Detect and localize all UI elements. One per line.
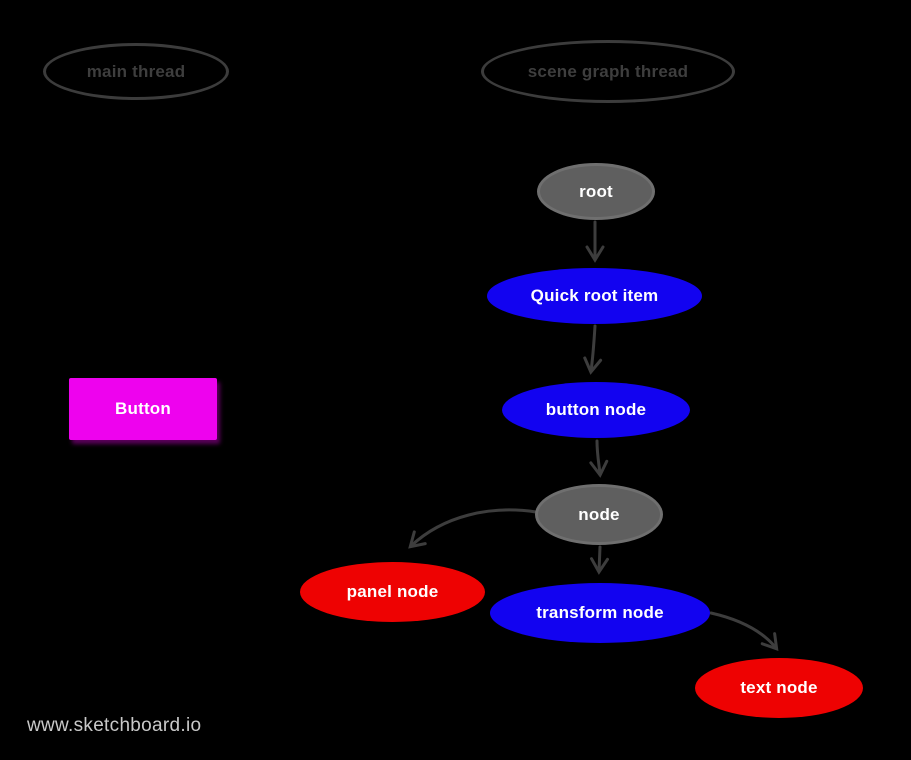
- node-text-node-label: text node: [740, 678, 818, 697]
- watermark: www.sketchboard.io: [27, 715, 202, 736]
- edge-quick-root-item-to-button-node[interactable]: [583, 324, 603, 375]
- node-root-label: root: [579, 181, 613, 201]
- node-button-node[interactable]: button node: [502, 382, 690, 438]
- node-scene-graph-thread[interactable]: scene graph thread: [481, 40, 735, 103]
- node-text-node[interactable]: text node: [695, 658, 863, 718]
- node-main-thread-label: main thread: [86, 61, 186, 81]
- edge-button-node-to-node[interactable]: [589, 439, 609, 478]
- edge-node-to-transform-node[interactable]: [590, 545, 609, 575]
- node-root[interactable]: root: [537, 163, 655, 220]
- node-quick-root-item-label: Quick root item: [530, 286, 659, 305]
- node-transform-node[interactable]: transform node: [490, 583, 710, 643]
- button-shape[interactable]: Button: [69, 378, 217, 440]
- button-shape-label: Button: [115, 399, 171, 418]
- node-button-node-label: button node: [545, 400, 647, 419]
- node-transform-node-label: transform node: [536, 603, 664, 622]
- node-node[interactable]: node: [535, 484, 663, 545]
- node-panel-node[interactable]: panel node: [300, 562, 485, 622]
- edge-node-to-panel-node[interactable]: [408, 508, 538, 549]
- node-main-thread[interactable]: main thread: [43, 43, 229, 100]
- node-node-label: node: [578, 504, 620, 524]
- node-panel-node-label: panel node: [346, 582, 439, 601]
- node-quick-root-item[interactable]: Quick root item: [487, 268, 702, 324]
- node-scene-graph-thread-label: scene graph thread: [527, 61, 689, 81]
- edge-transform-node-to-text-node[interactable]: [709, 611, 779, 651]
